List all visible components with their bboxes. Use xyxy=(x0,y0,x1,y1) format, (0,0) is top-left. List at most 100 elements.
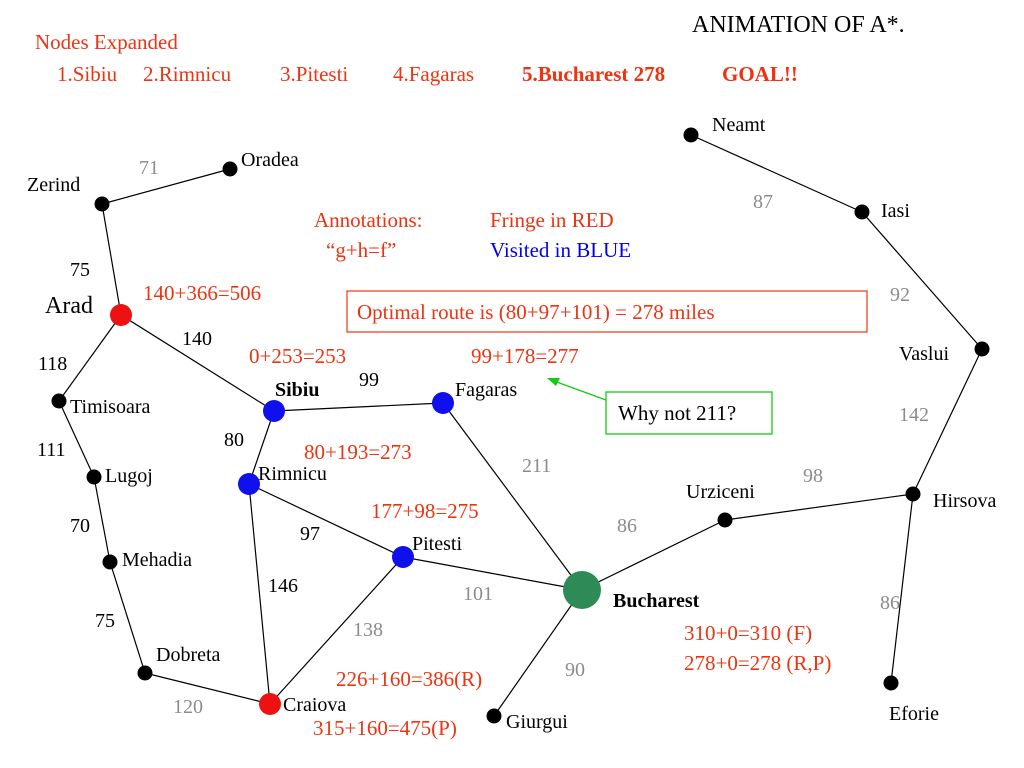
optimal-route-box xyxy=(346,290,868,333)
road-urziceni-hirsova xyxy=(724,493,914,521)
optimal-route-text: Optimal route is (80+97+101) = 278 miles xyxy=(357,300,715,324)
city-label-giurgui: Giurgui xyxy=(506,711,568,733)
city-label-vaslui: Vaslui xyxy=(899,343,949,365)
city-label-lugoj: Lugoj xyxy=(105,465,153,487)
city-label-urziceni: Urziceni xyxy=(686,481,755,503)
road-hirsova-eforie xyxy=(890,493,914,684)
expanded-item-1: 1.Sibiu xyxy=(57,62,118,86)
road-dobreta-craiova xyxy=(144,672,271,705)
distance-label-bucharest-giurgui: 90 xyxy=(565,659,585,681)
city-label-timisoara: Timisoara xyxy=(70,396,151,418)
distance-label-sibiu-rimnicu: 80 xyxy=(224,429,244,451)
road-hirsova-vaslui xyxy=(912,348,983,495)
city-label-craiova: Craiova xyxy=(283,694,346,716)
road-fagaras-bucharest xyxy=(442,402,583,591)
road-timisoara-lugoj xyxy=(58,400,95,478)
city-node-craiova xyxy=(259,693,281,715)
city-node-oradea xyxy=(222,161,238,177)
road-vaslui-iasi xyxy=(861,211,983,350)
road-arad-sibiu xyxy=(120,314,275,412)
city-node-giurgui xyxy=(486,708,502,724)
distance-label-fagaras-bucharest: 211 xyxy=(522,455,551,477)
distance-label-rimnicu-pitesti: 97 xyxy=(300,523,320,545)
expanded-goal-item: 5.Bucharest 278 xyxy=(522,62,665,86)
distance-label-zerind-oradea: 71 xyxy=(139,157,159,179)
road-network xyxy=(58,134,983,717)
score-sibiu: 0+253=253 xyxy=(249,344,346,368)
expanded-item-2: 2.Rimnicu xyxy=(143,62,232,86)
city-node-pitesti xyxy=(392,546,414,568)
road-sibiu-fagaras xyxy=(273,402,444,412)
distance-label-hirsova-vaslui: 142 xyxy=(899,404,929,426)
road-rimnicu-craiova xyxy=(248,483,271,705)
score-bucharest-rp: 278+0=278 (R,P) xyxy=(684,651,831,675)
distance-label-pitesti-bucharest: 101 xyxy=(463,583,493,605)
city-node-neamt xyxy=(683,127,699,143)
city-node-zerind xyxy=(94,196,110,212)
road-zerind-arad xyxy=(101,203,122,316)
distance-label-lugoj-mehadia: 70 xyxy=(70,515,90,537)
distance-label-iasi-neamt: 87 xyxy=(753,191,773,213)
city-label-eforie: Eforie xyxy=(889,703,939,725)
city-label-oradea: Oradea xyxy=(241,149,299,171)
nodes-expanded-heading: Nodes Expanded xyxy=(35,30,178,54)
expanded-item-4: 4.Fagaras xyxy=(393,62,474,86)
distance-label-rimnicu-craiova: 146 xyxy=(268,575,298,597)
distance-label-dobreta-craiova: 120 xyxy=(173,696,203,718)
road-iasi-neamt xyxy=(690,134,863,213)
goal-tag: GOAL!! xyxy=(722,62,798,86)
expanded-item-3: 3.Pitesti xyxy=(280,62,348,86)
score-craiova-r: 226+160=386(R) xyxy=(336,667,482,691)
city-node-iasi xyxy=(854,204,870,220)
city-label-rimnicu: Rimnicu xyxy=(258,463,327,485)
distance-label-vaslui-iasi: 92 xyxy=(890,284,910,306)
score-bucharest-f: 310+0=310 (F) xyxy=(684,621,812,645)
road-mehadia-dobreta xyxy=(109,561,146,674)
city-label-iasi: Iasi xyxy=(881,200,910,222)
distance-label-timisoara-lugoj: 111 xyxy=(37,439,66,461)
road-arad-timisoara xyxy=(58,314,122,402)
distance-label-arad-timisoara: 118 xyxy=(38,353,67,375)
distance-label-arad-sibiu: 140 xyxy=(182,328,212,350)
city-node-bucharest xyxy=(563,571,601,609)
road-distance-labels: 7175140118111707512099809714613810121190… xyxy=(37,157,929,718)
city-label-hirsova: Hirsova xyxy=(933,490,996,512)
city-label-mehadia: Mehadia xyxy=(122,549,192,571)
page-title: ANIMATION OF A*. xyxy=(692,12,905,38)
distance-label-craiova-pitesti: 138 xyxy=(353,619,383,641)
city-node-rimnicu xyxy=(238,473,260,495)
distance-label-zerind-arad: 75 xyxy=(70,259,90,281)
road-bucharest-urziceni xyxy=(581,519,726,591)
city-label-bucharest: Bucharest xyxy=(613,590,700,612)
city-node-lugoj xyxy=(86,469,102,485)
legend-visited: Visited in BLUE xyxy=(490,238,631,262)
road-craiova-pitesti xyxy=(269,556,404,705)
city-label-arad: Arad xyxy=(45,293,93,319)
city-node-urziceni xyxy=(717,512,733,528)
score-rimnicu: 80+193=273 xyxy=(304,440,412,464)
city-label-dobreta: Dobreta xyxy=(156,644,221,666)
score-arad: 140+366=506 xyxy=(143,281,261,305)
why-not-211-box xyxy=(605,391,773,435)
road-zerind-oradea xyxy=(101,168,231,205)
city-label-pitesti: Pitesti xyxy=(412,533,462,555)
city-label-zerind: Zerind xyxy=(27,174,80,196)
road-lugoj-mehadia xyxy=(93,476,111,563)
annotations-heading: Annotations: xyxy=(314,208,423,232)
road-pitesti-bucharest xyxy=(402,556,583,591)
city-node-hirsova xyxy=(905,486,921,502)
score-fagaras: 99+178=277 xyxy=(471,344,579,368)
city-nodes: OradeaZerindAradTimisoaraLugojMehadiaDob… xyxy=(27,114,996,733)
road-bucharest-giurgui xyxy=(493,589,583,717)
city-node-timisoara xyxy=(51,393,67,409)
callout-arrow-head xyxy=(547,378,560,386)
distance-label-bucharest-urziceni: 86 xyxy=(617,515,637,537)
score-craiova-p: 315+160=475(P) xyxy=(313,716,457,740)
city-node-sibiu xyxy=(263,400,285,422)
city-node-eforie xyxy=(883,675,899,691)
city-node-arad xyxy=(110,304,132,326)
city-label-fagaras: Fagaras xyxy=(455,379,517,401)
city-node-fagaras xyxy=(432,392,454,414)
annotations-formula: “g+h=f” xyxy=(326,238,396,262)
